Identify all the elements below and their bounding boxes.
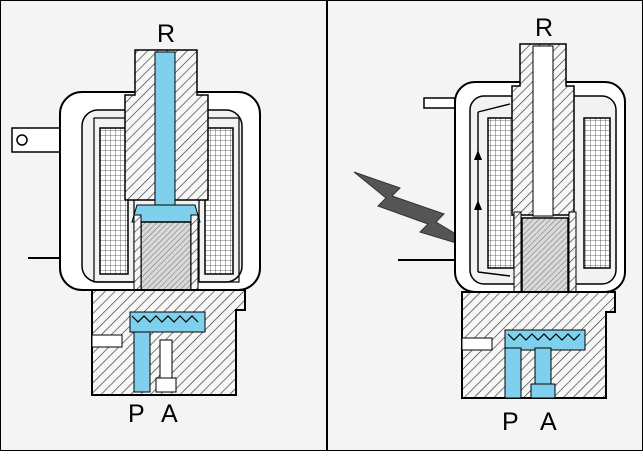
left-label-p: P (128, 400, 145, 428)
flow-arrow-icon (474, 150, 482, 160)
right-label-r: R (535, 14, 554, 42)
right-valve (398, 43, 626, 399)
right-label-a: A (540, 408, 557, 436)
left-valve (11, 49, 261, 396)
left-label-a: A (161, 400, 178, 428)
right-label-p: P (502, 408, 519, 436)
left-label-r: R (157, 20, 176, 48)
